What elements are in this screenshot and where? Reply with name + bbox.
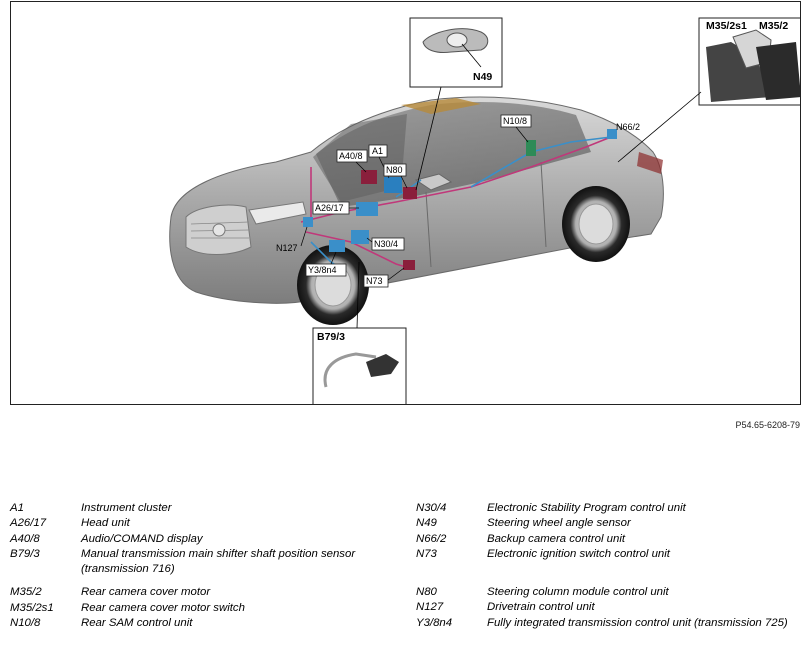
- legend-item: B79/3 Manual transmission main shifter s…: [10, 547, 395, 578]
- legend-desc: Steering wheel angle sensor: [487, 517, 631, 530]
- label-m35-2s1: M35/2s1: [706, 20, 747, 32]
- legend-code: A1: [10, 502, 24, 514]
- legend-desc: Electronic ignition switch control unit: [487, 547, 670, 560]
- legend-item: A40/8 Audio/COMAND display: [10, 532, 395, 547]
- legend-code: N80: [416, 586, 437, 599]
- legend-item: N80 Steering column module control unit: [416, 585, 806, 600]
- legend-code: N30/4: [416, 502, 447, 514]
- legend-code: M35/2s1: [10, 601, 54, 614]
- car-body: [169, 96, 664, 304]
- inset-m35-2: M35/2s1 M35/2: [617, 17, 800, 163]
- legend-item: N73 Electronic ignition switch control u…: [416, 547, 806, 562]
- n80-component: [403, 187, 417, 199]
- label-n30-4: N30/4: [374, 239, 398, 249]
- component-location-figure: N49 M35/2s1 M35/2 B79/3 N10/8 N66/2 A40/…: [10, 1, 801, 405]
- figure-id: P54.65-6208-79: [735, 420, 800, 430]
- label-a40-8: A40/8: [339, 151, 363, 161]
- legend-desc: Manual transmission main shifter shaft p…: [81, 547, 356, 576]
- a26-17-component: [356, 202, 378, 216]
- legend-item: N10/8 Rear SAM control unit: [10, 616, 395, 631]
- label-n66-2: N66/2: [616, 122, 640, 132]
- n10-8-component: [526, 140, 536, 156]
- inset-b79-3: B79/3: [312, 261, 407, 404]
- car-diagram: N49 M35/2s1 M35/2 B79/3 N10/8 N66/2 A40/…: [169, 17, 800, 404]
- legend-code: Y3/8n4: [416, 616, 453, 629]
- legend-code: M35/2: [10, 586, 42, 599]
- label-n127: N127: [276, 243, 298, 253]
- legend-desc: Head unit: [81, 517, 130, 530]
- legend-left: A1 Instrument cluster A26/17 Head unit A…: [10, 501, 395, 631]
- legend-code: A26/17: [10, 517, 47, 530]
- legend-desc: Rear SAM control unit: [81, 617, 193, 630]
- legend-code: N73: [416, 547, 437, 560]
- legend-desc: Audio/COMAND display: [81, 532, 203, 545]
- legend-item: A26/17 Head unit: [10, 516, 395, 531]
- legend-item: M35/2 Rear camera cover motor: [10, 585, 395, 600]
- legend-desc: Drivetrain control unit: [487, 601, 595, 614]
- legend-right: N30/4 Electronic Stability Program contr…: [416, 501, 806, 631]
- legend-code: N127: [416, 601, 444, 614]
- legend-desc: Backup camera control unit: [487, 532, 626, 545]
- legend-desc: Fully integrated transmission control un…: [487, 616, 788, 629]
- legend-code: A40/8: [10, 532, 40, 545]
- rear-wheel: [562, 186, 630, 262]
- label-n49: N49: [473, 71, 492, 83]
- label-a1: A1: [372, 146, 383, 156]
- components: [303, 129, 617, 270]
- inset-n49: N49: [409, 17, 503, 191]
- legend-desc: Rear camera cover motor switch: [81, 601, 245, 614]
- n127-component: [303, 217, 313, 227]
- label-m35-2: M35/2: [759, 20, 788, 32]
- label-b79-3: B79/3: [317, 331, 345, 343]
- n73-component: [403, 260, 415, 270]
- legend-desc: Electronic Stability Program control uni…: [487, 502, 686, 514]
- legend-item: M35/2s1 Rear camera cover motor switch: [10, 601, 395, 616]
- legend-code: N49: [416, 517, 437, 530]
- label-a26-17: A26/17: [315, 203, 344, 213]
- n66-2-component: [607, 129, 617, 139]
- legend-desc: Instrument cluster: [81, 502, 172, 514]
- callouts: N10/8 N66/2 A40/8 A1 N80 A26/17 N127 N30…: [276, 114, 640, 288]
- legend-code: B79/3: [10, 547, 40, 560]
- legend-desc: Steering column module control unit: [487, 586, 669, 599]
- y3-8n4-component: [329, 240, 345, 252]
- legend-code: N10/8: [10, 617, 41, 630]
- legend-item: Y3/8n4 Fully integrated transmission con…: [416, 616, 806, 631]
- legend-item: N49 Steering wheel angle sensor: [416, 516, 806, 531]
- legend-desc: Rear camera cover motor: [81, 586, 211, 599]
- label-n80: N80: [386, 165, 403, 175]
- legend-item: N30/4 Electronic Stability Program contr…: [416, 501, 806, 516]
- legend-item: A1 Instrument cluster: [10, 501, 395, 516]
- legend-code: N66/2: [416, 532, 447, 545]
- a40-8-component: [361, 170, 377, 184]
- legend-item: N66/2 Backup camera control unit: [416, 532, 806, 547]
- n30-4-component: [351, 230, 369, 244]
- label-n73: N73: [366, 276, 383, 286]
- label-y3-8n4: Y3/8n4: [308, 265, 337, 275]
- label-n10-8: N10/8: [503, 116, 527, 126]
- a1-component: [384, 177, 402, 193]
- legend-item: N127 Drivetrain control unit: [416, 600, 806, 615]
